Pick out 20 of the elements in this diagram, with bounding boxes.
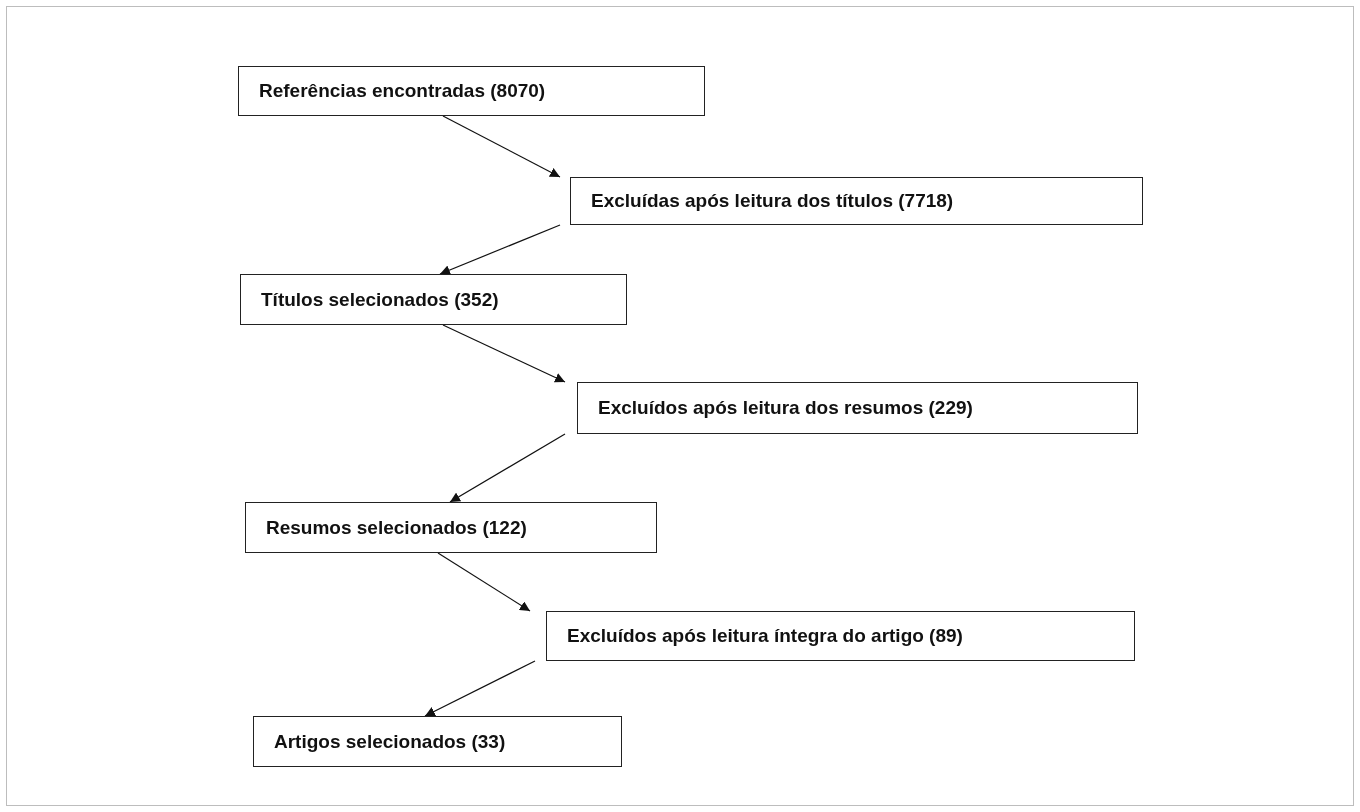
arrow <box>439 224 561 275</box>
process-box <box>570 177 1143 225</box>
box-label: Títulos selecionados (352) <box>261 288 499 311</box>
process-box <box>577 382 1138 434</box>
box-label: Excluídos após leitura íntegra do artigo (89) <box>567 625 963 647</box>
process-box <box>253 716 622 767</box>
arrow <box>437 552 531 612</box>
arrow <box>424 660 536 717</box>
arrow <box>442 115 561 178</box>
box-label: Resumos selecionados (122) <box>266 516 527 539</box>
process-box <box>546 611 1135 661</box>
process-box <box>240 274 627 325</box>
arrow <box>442 324 566 383</box>
box-label: Excluídos após leitura dos resumos (229) <box>598 397 973 419</box>
box-label: Referências encontradas (8070) <box>259 80 546 102</box>
process-box <box>238 66 705 116</box>
arrow <box>449 433 566 503</box>
process-box <box>245 502 657 553</box>
box-label: Excluídas após leitura dos títulos (7718) <box>591 190 954 212</box>
box-label: Artigos selecionados (33) <box>274 730 506 753</box>
